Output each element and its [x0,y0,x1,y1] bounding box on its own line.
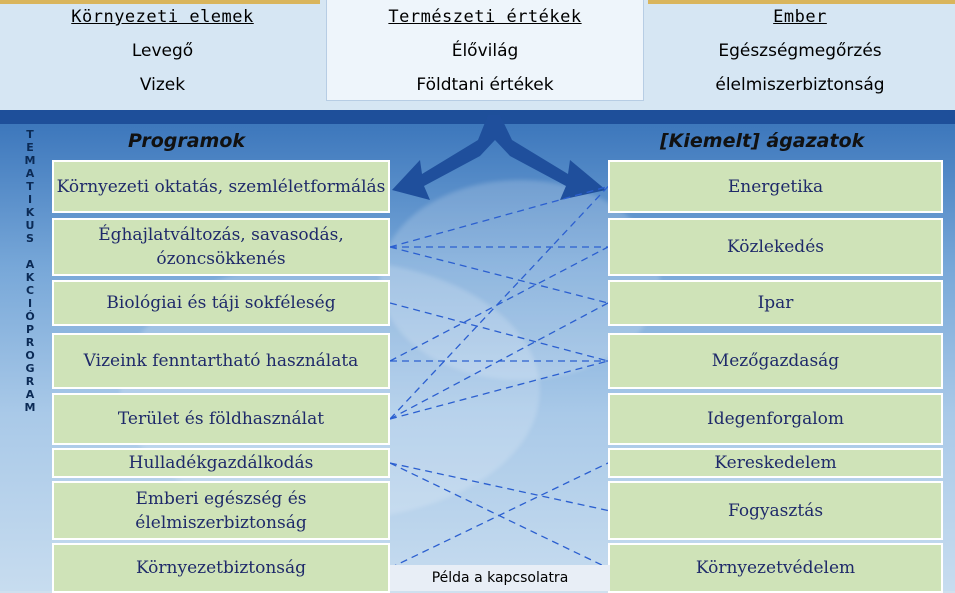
programs-title: Programok [128,130,246,152]
top-heading-environment: Környezeti elemek [71,7,254,27]
top-item: Levegő [131,41,194,61]
side-letter: O [25,349,35,362]
side-letter: R [25,375,35,388]
top-item: élelmiszerbiztonság [715,75,885,95]
sector-box: Idegenforgalom [608,393,943,445]
side-letter: R [25,336,35,349]
side-letter: P [25,323,35,336]
side-letter: G [25,362,35,375]
side-letter: K [25,271,35,284]
side-letter: A [25,167,35,180]
side-letter: T [26,128,34,141]
gold-line-left [0,0,320,4]
double-arrow [392,115,606,200]
sector-box: Kereskedelem [608,448,943,478]
sector-box: Közlekedés [608,218,943,276]
top-column-nature: Természeti értékek Élővilág Földtani ért… [326,0,644,101]
side-letter: I [27,193,33,206]
caption: Példa a kapcsolatra [390,565,610,591]
connection-line [389,462,609,512]
connection-line [389,302,609,420]
side-letter: S [26,232,34,245]
top-heading-nature: Természeti értékek [388,7,582,27]
connection-line [389,360,609,420]
side-letter: C [25,284,35,297]
side-letter: A [25,258,35,271]
top-item: Élővilág [451,41,519,61]
program-box: Környezeti oktatás, szemléletformálás [52,160,390,213]
sector-box: Ipar [608,280,943,326]
side-letter: M [24,154,36,167]
gold-line-right [648,0,955,4]
program-box: Éghajlatváltozás, savasodás, ózoncsökken… [52,218,390,276]
sector-box: Fogyasztás [608,481,943,540]
side-letter: A [25,388,35,401]
connection-line [389,246,609,304]
side-letter: M [24,401,36,414]
divider-strip [0,110,955,124]
connection-line [389,186,609,420]
top-item: Földtani értékek [416,75,554,95]
side-letter: Ó [25,310,35,323]
program-box: Terület és földhasználat [52,393,390,445]
side-letter: I [27,297,33,310]
connection-line [389,302,609,362]
sector-box: Mezőgazdaság [608,333,943,389]
top-heading-human: Ember [773,7,827,27]
side-letter: U [25,219,35,232]
side-letter: T [26,180,34,193]
top-item: Egészségmegőrzés [718,41,882,61]
program-box: Vizeink fenntartható használata [52,333,390,389]
connection-line [389,185,609,248]
connection-line [389,462,609,569]
side-letter: E [26,141,34,154]
sector-box: Energetika [608,160,943,213]
program-box: Biológiai és táji sokféleség [52,280,390,326]
program-box: Környezetbiztonság [52,543,390,593]
top-column-environment: Környezeti elemek Levegő Vizek [0,0,325,110]
program-box: Emberi egészség és élelmiszerbiztonság [52,481,390,540]
sectors-title: [Kiemelt] ágazatok [660,130,865,152]
side-letter: K [25,206,35,219]
program-box: Hulladékgazdálkodás [52,448,390,478]
sector-box: Környezetvédelem [608,543,943,593]
top-item: Vizek [139,75,186,95]
connection-line [389,246,609,362]
top-column-human: Ember Egészségmegőrzés élelmiszerbiztons… [645,0,955,110]
